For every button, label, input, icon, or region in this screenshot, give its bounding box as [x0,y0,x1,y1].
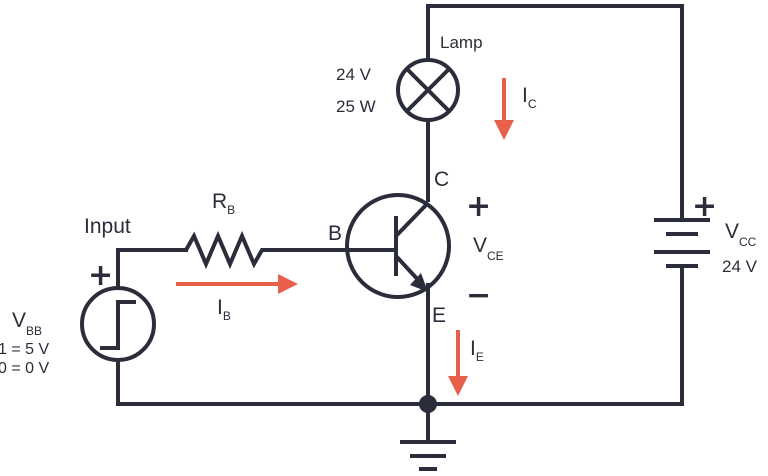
vbb-plus-sign: + [88,258,113,293]
lamp-power-label: 25 W [336,97,376,116]
vcc-label: VCC [725,220,757,249]
vbb-low-label: 0 = 0 V [0,360,49,377]
vce-minus-sign: − [466,278,491,313]
ib-current-arrow [176,274,298,294]
resistor-rb [184,230,268,270]
ib-label: IB [217,296,231,323]
vbb-high-label: 1 = 5 V [0,341,49,358]
vbb-label: VBB [12,309,42,338]
collector-node-label: C [434,168,449,191]
base-node-label: B [328,222,342,245]
ic-label: IC [522,84,537,111]
lamp [396,58,460,122]
vcc-battery [654,218,710,268]
vcc-value-label: 24 V [722,257,758,276]
ground-junction-dot [419,395,437,413]
input-label: Input [84,215,131,238]
wires [116,4,684,442]
vce-plus-sign: + [466,189,491,224]
ie-label: IE [470,337,484,364]
npn-transistor [345,193,451,299]
vce-label: VCE [473,234,504,263]
ic-current-arrow [494,78,514,140]
lamp-voltage-label: 24 V [336,65,372,84]
ground-symbol [400,440,456,471]
vcc-plus-sign: + [692,189,717,224]
ie-current-arrow [448,330,468,396]
emitter-node-label: E [432,304,446,327]
rb-label: RB [212,190,235,217]
vbb-step-source [80,286,156,362]
lamp-label: Lamp [440,33,483,52]
